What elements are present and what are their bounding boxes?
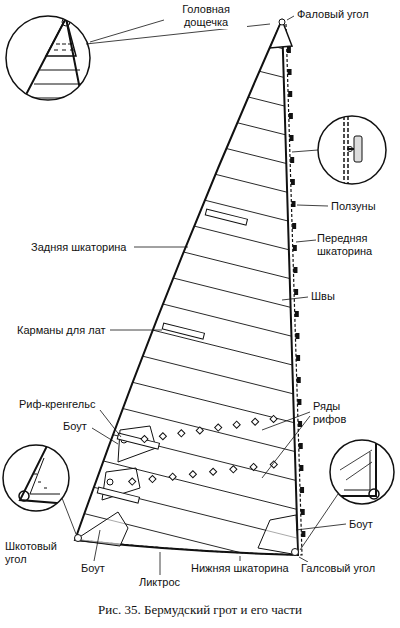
- reef-points: [129, 415, 278, 485]
- inset-leader: [62, 498, 76, 534]
- sail-seam: [195, 198, 400, 266]
- luff-slide: [295, 333, 299, 339]
- luff-slide: [289, 113, 293, 119]
- part-label: Боут: [62, 420, 88, 433]
- part-label: Задняя шкаторина: [30, 241, 127, 254]
- luff-slide: [295, 311, 299, 317]
- luff-slide: [298, 421, 302, 427]
- part-label: Боут: [80, 562, 106, 575]
- luff-slide: [292, 201, 296, 207]
- sail-seam: [123, 380, 393, 448]
- reef-point: [196, 427, 203, 434]
- luff-slide: [288, 69, 292, 75]
- reef-point: [189, 471, 196, 478]
- part-label: Головная дощечка: [165, 3, 247, 29]
- head-ring: [279, 19, 285, 25]
- reef-point: [230, 466, 237, 473]
- reef-point: [149, 476, 156, 483]
- part-label: Ползуны: [330, 200, 377, 213]
- luff-slide: [294, 289, 298, 295]
- part-label: Галсовый угол: [300, 562, 376, 575]
- luff-slide: [300, 487, 304, 493]
- reef-point: [270, 461, 277, 468]
- part-label: Шкотовый угол: [4, 540, 62, 566]
- tack-ring: [292, 549, 299, 556]
- sail-seam: [163, 276, 400, 344]
- inset-leader: [292, 150, 318, 152]
- sail-seam: [153, 302, 400, 370]
- luff-slide: [287, 47, 291, 53]
- reef-point: [270, 415, 277, 422]
- detail-inset: [6, 16, 90, 100]
- clew-ring: [75, 535, 82, 542]
- luff-slide: [297, 399, 301, 405]
- clew-patch: [75, 512, 128, 546]
- reef-point: [233, 421, 240, 428]
- part-label: Передняя шкаторина: [316, 232, 396, 258]
- tack-detail: [334, 440, 379, 499]
- sail-seam: [184, 224, 400, 291]
- sail-seam: [174, 250, 400, 317]
- luff-slide: [296, 355, 300, 361]
- luff-slide: [290, 135, 294, 141]
- luff-slide: [299, 443, 303, 449]
- head-detail: [18, 18, 84, 110]
- reef-point: [215, 424, 222, 431]
- reef-cringle: [107, 479, 113, 485]
- detail-inset: [318, 116, 386, 184]
- headboard: [270, 20, 292, 48]
- part-label: Ликтрос: [138, 576, 181, 589]
- reef-point: [210, 468, 217, 475]
- luff-slide: [297, 377, 301, 383]
- reef-point: [141, 436, 148, 443]
- part-label: Фаловый угол: [296, 8, 370, 21]
- sail-seam: [84, 485, 354, 553]
- part-label: Ряды рифов: [312, 400, 376, 426]
- luff-slide: [301, 509, 305, 515]
- reef-point: [169, 473, 176, 480]
- luff-slide: [293, 245, 297, 251]
- inset-leader: [300, 494, 338, 550]
- luff-slide: [301, 531, 305, 537]
- luff-slide: [288, 91, 292, 97]
- figure-caption: Рис. 35. Бермудский грот и его части: [0, 602, 400, 618]
- reef-point: [250, 463, 257, 470]
- part-label: Швы: [310, 290, 336, 303]
- part-label: Карманы для лат: [16, 324, 107, 337]
- sail-seam: [205, 172, 400, 240]
- reef-point: [129, 478, 136, 485]
- reef-point: [159, 433, 166, 440]
- tack-patch: [258, 515, 298, 555]
- luff-slide: [293, 267, 297, 273]
- reef-point: [178, 430, 185, 437]
- slide-detail: [344, 110, 362, 190]
- luff-slides: [287, 47, 305, 537]
- clew-detail: [19, 440, 70, 504]
- luff-slide: [292, 223, 296, 229]
- part-label: Риф-кренгельс: [18, 398, 97, 411]
- luff-slide: [290, 157, 294, 163]
- detail-inset: [330, 440, 394, 504]
- bolt-rope: [80, 24, 302, 555]
- sail-seam: [143, 328, 400, 396]
- part-label: Нижняя шкаторина: [190, 562, 290, 575]
- part-label: Боут: [348, 518, 374, 531]
- reef-point: [252, 418, 259, 425]
- luff-slide: [299, 465, 303, 471]
- luff-slide: [291, 179, 295, 185]
- leader-lines: [90, 16, 346, 575]
